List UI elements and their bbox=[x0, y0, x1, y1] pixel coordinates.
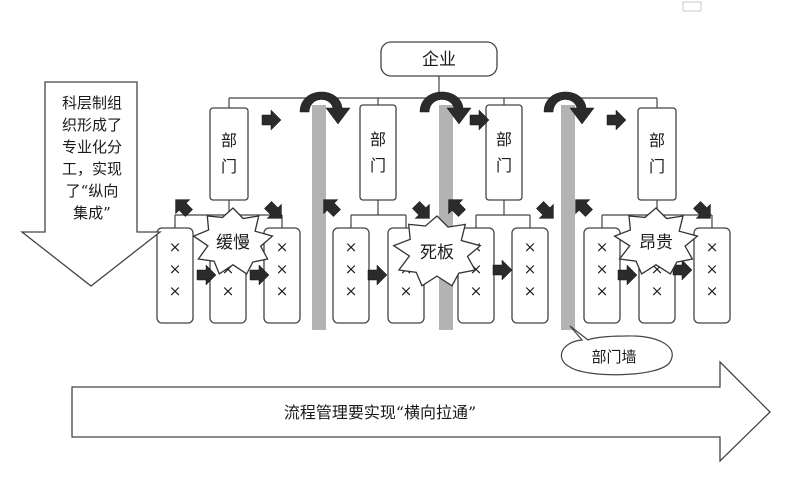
cell-mark: × bbox=[400, 282, 413, 300]
unit-cell: × × × bbox=[583, 227, 621, 324]
problem-label: 缓慢 bbox=[216, 232, 250, 253]
corner-frame bbox=[682, 1, 702, 12]
left-note-line: 了“纵向 bbox=[66, 182, 119, 200]
cell-mark: × bbox=[706, 282, 719, 300]
left-note-line: 织形成了 bbox=[62, 116, 122, 134]
problem-bursts: 缓慢死板 昂贵 bbox=[192, 207, 699, 287]
department-box-3: 部 门 bbox=[485, 104, 523, 201]
left-note-line: 工，实现 bbox=[62, 160, 122, 178]
unit-cell: × × × bbox=[693, 227, 731, 324]
cell-mark: × bbox=[596, 238, 609, 256]
flow-arrow bbox=[492, 259, 513, 281]
curved-arrow bbox=[419, 91, 472, 125]
cell-mark: × bbox=[276, 282, 289, 300]
unit-cell: × × × bbox=[511, 227, 549, 324]
wall-callout: 部门墙 bbox=[560, 325, 673, 376]
department-wall bbox=[439, 105, 453, 330]
flow-arrow bbox=[448, 199, 466, 217]
unit-cell: × × × bbox=[263, 227, 301, 324]
flow-arrow bbox=[261, 109, 282, 131]
cell-mark: × bbox=[706, 238, 719, 256]
svg-text:部: 部 bbox=[370, 130, 386, 149]
problem-burst: 缓慢 bbox=[192, 207, 274, 275]
flow-arrow bbox=[617, 264, 638, 286]
cell-mark: × bbox=[276, 260, 289, 278]
svg-text:门: 门 bbox=[370, 156, 386, 175]
horizontal-integration-arrow: 流程管理要实现“横向拉通” bbox=[71, 360, 771, 463]
flow-arrow bbox=[175, 199, 193, 217]
left-note-line: 集成” bbox=[73, 204, 111, 222]
left-note-line: 科层制组 bbox=[62, 94, 122, 112]
cell-mark: × bbox=[169, 238, 182, 256]
cell-mark: × bbox=[596, 282, 609, 300]
unit-cell: × × × bbox=[156, 227, 194, 324]
cell-mark: × bbox=[524, 260, 537, 278]
vertical-integration-arrow: 科层制组 织形成了 专业化分 工，实现 了“纵向 集成” bbox=[20, 81, 162, 287]
svg-text:部: 部 bbox=[649, 131, 665, 150]
flow-arrow bbox=[412, 201, 430, 219]
flow-arrow bbox=[367, 264, 388, 286]
flow-arrow bbox=[575, 199, 593, 217]
flow-arrow bbox=[249, 264, 270, 286]
department-box-2: 部 门 bbox=[359, 104, 397, 201]
flow-arrows bbox=[175, 109, 711, 286]
cell-mark: × bbox=[524, 282, 537, 300]
flow-arrow bbox=[264, 201, 282, 219]
problem-label: 死板 bbox=[420, 243, 454, 263]
cell-mark: × bbox=[169, 260, 182, 278]
problem-burst: 死板 bbox=[392, 215, 482, 287]
unit-cell: × × × bbox=[332, 227, 370, 324]
cell-mark: × bbox=[651, 282, 664, 300]
flow-arrow bbox=[323, 199, 341, 217]
cell-mark: × bbox=[345, 238, 358, 256]
flow-arrow bbox=[672, 259, 693, 281]
flow-arrow bbox=[196, 264, 217, 286]
department-box-4: 部 门 bbox=[637, 107, 677, 201]
left-note-line: 专业化分 bbox=[62, 138, 122, 156]
problem-label: 昂贵 bbox=[639, 233, 673, 253]
cell-mark: × bbox=[470, 260, 483, 278]
svg-text:部: 部 bbox=[496, 130, 512, 149]
curved-arrow bbox=[299, 91, 351, 125]
cell-mark: × bbox=[345, 260, 358, 278]
cell-mark: × bbox=[222, 282, 235, 300]
department-wall bbox=[312, 105, 326, 330]
cell-mark: × bbox=[345, 282, 358, 300]
cell-mark: × bbox=[169, 282, 182, 300]
cell-mark: × bbox=[524, 238, 537, 256]
flow-arrow bbox=[469, 109, 490, 131]
enterprise-label: 企业 bbox=[422, 50, 456, 70]
curved-arrow bbox=[543, 91, 595, 125]
cell-mark: × bbox=[706, 260, 719, 278]
svg-text:门: 门 bbox=[649, 157, 665, 176]
department-wall bbox=[561, 105, 575, 330]
wall-label: 部门墙 bbox=[591, 348, 636, 366]
cell-mark: × bbox=[276, 238, 289, 256]
svg-text:门: 门 bbox=[221, 157, 237, 176]
flow-arrow bbox=[606, 109, 627, 131]
flow-arrow bbox=[693, 201, 711, 219]
cell-mark: × bbox=[596, 260, 609, 278]
problem-burst: 昂贵 bbox=[613, 207, 699, 275]
bottom-arrow-label: 流程管理要实现“横向拉通” bbox=[284, 403, 476, 422]
svg-text:部: 部 bbox=[221, 131, 237, 150]
flow-arrow bbox=[536, 201, 554, 219]
department-box-1: 部 门 bbox=[209, 107, 249, 201]
svg-text:门: 门 bbox=[496, 156, 512, 175]
cell-mark: × bbox=[470, 282, 483, 300]
